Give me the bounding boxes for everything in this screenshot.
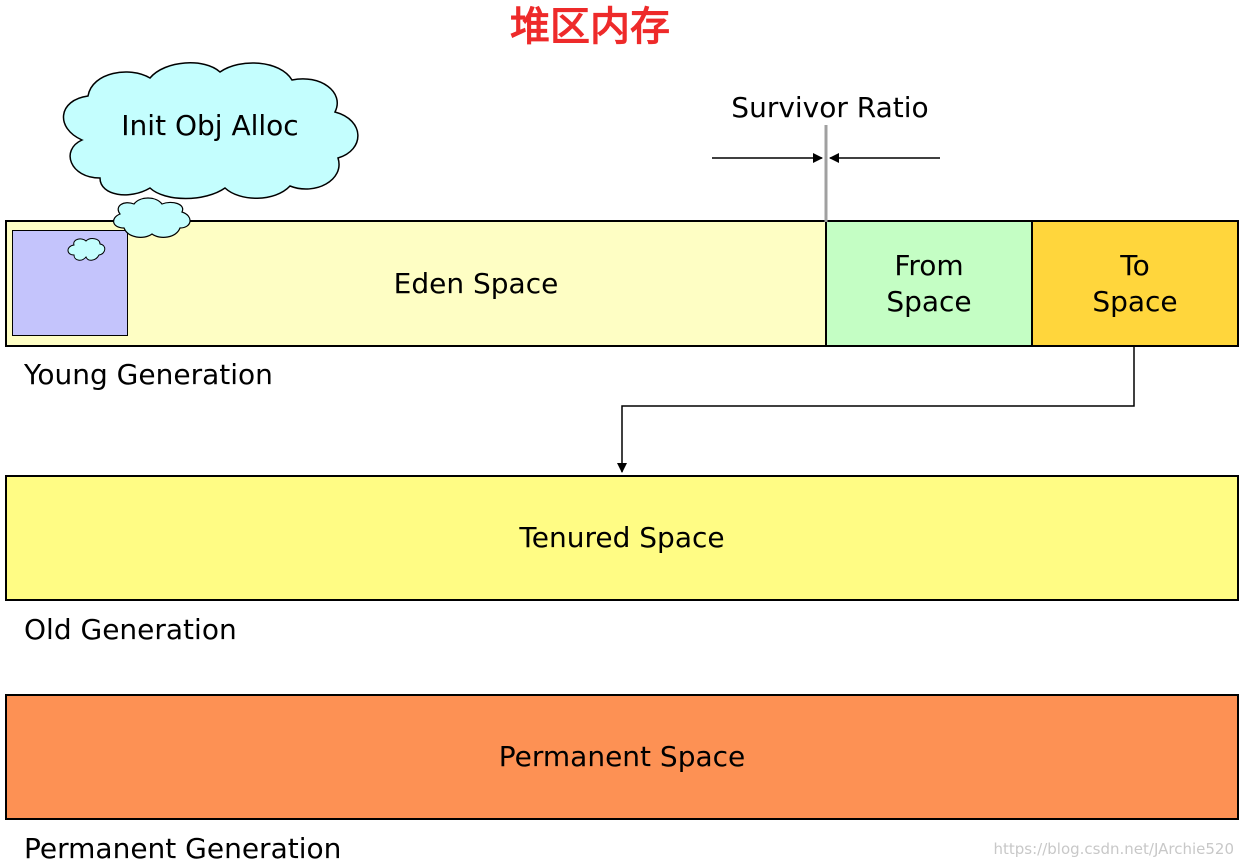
- watermark-text: https://blog.csdn.net/JArchie520: [993, 840, 1235, 858]
- diagram-title: 堆区内存: [510, 4, 670, 50]
- old-generation-label: Old Generation: [24, 613, 237, 646]
- object-cloud-icon: [67, 238, 106, 261]
- permanent-space-box: Permanent Space: [5, 694, 1239, 820]
- tenured-space-box: Tenured Space: [5, 475, 1239, 601]
- eden-space-box: Eden Space: [5, 220, 827, 347]
- from-space-label-line1: From: [894, 248, 964, 282]
- survivor-ratio-label: Survivor Ratio: [731, 91, 929, 124]
- thought-cloud-small: [113, 197, 191, 238]
- to-space-label-line1: To: [1120, 248, 1150, 282]
- eden-space-label: Eden Space: [393, 266, 559, 300]
- from-space-label-line2: Space: [886, 284, 972, 318]
- promotion-arrow: [617, 347, 1135, 473]
- young-generation-label: Young Generation: [24, 358, 273, 391]
- permanent-generation-label: Permanent Generation: [24, 832, 342, 865]
- tenured-space-label: Tenured Space: [519, 521, 725, 554]
- to-space-label-line2: Space: [1092, 284, 1178, 318]
- to-space-box: To Space: [1031, 220, 1239, 347]
- from-space-box: From Space: [825, 220, 1033, 347]
- thought-cloud-large: [62, 62, 359, 200]
- init-obj-alloc-label: Init Obj Alloc: [121, 109, 299, 142]
- permanent-space-label: Permanent Space: [498, 740, 746, 773]
